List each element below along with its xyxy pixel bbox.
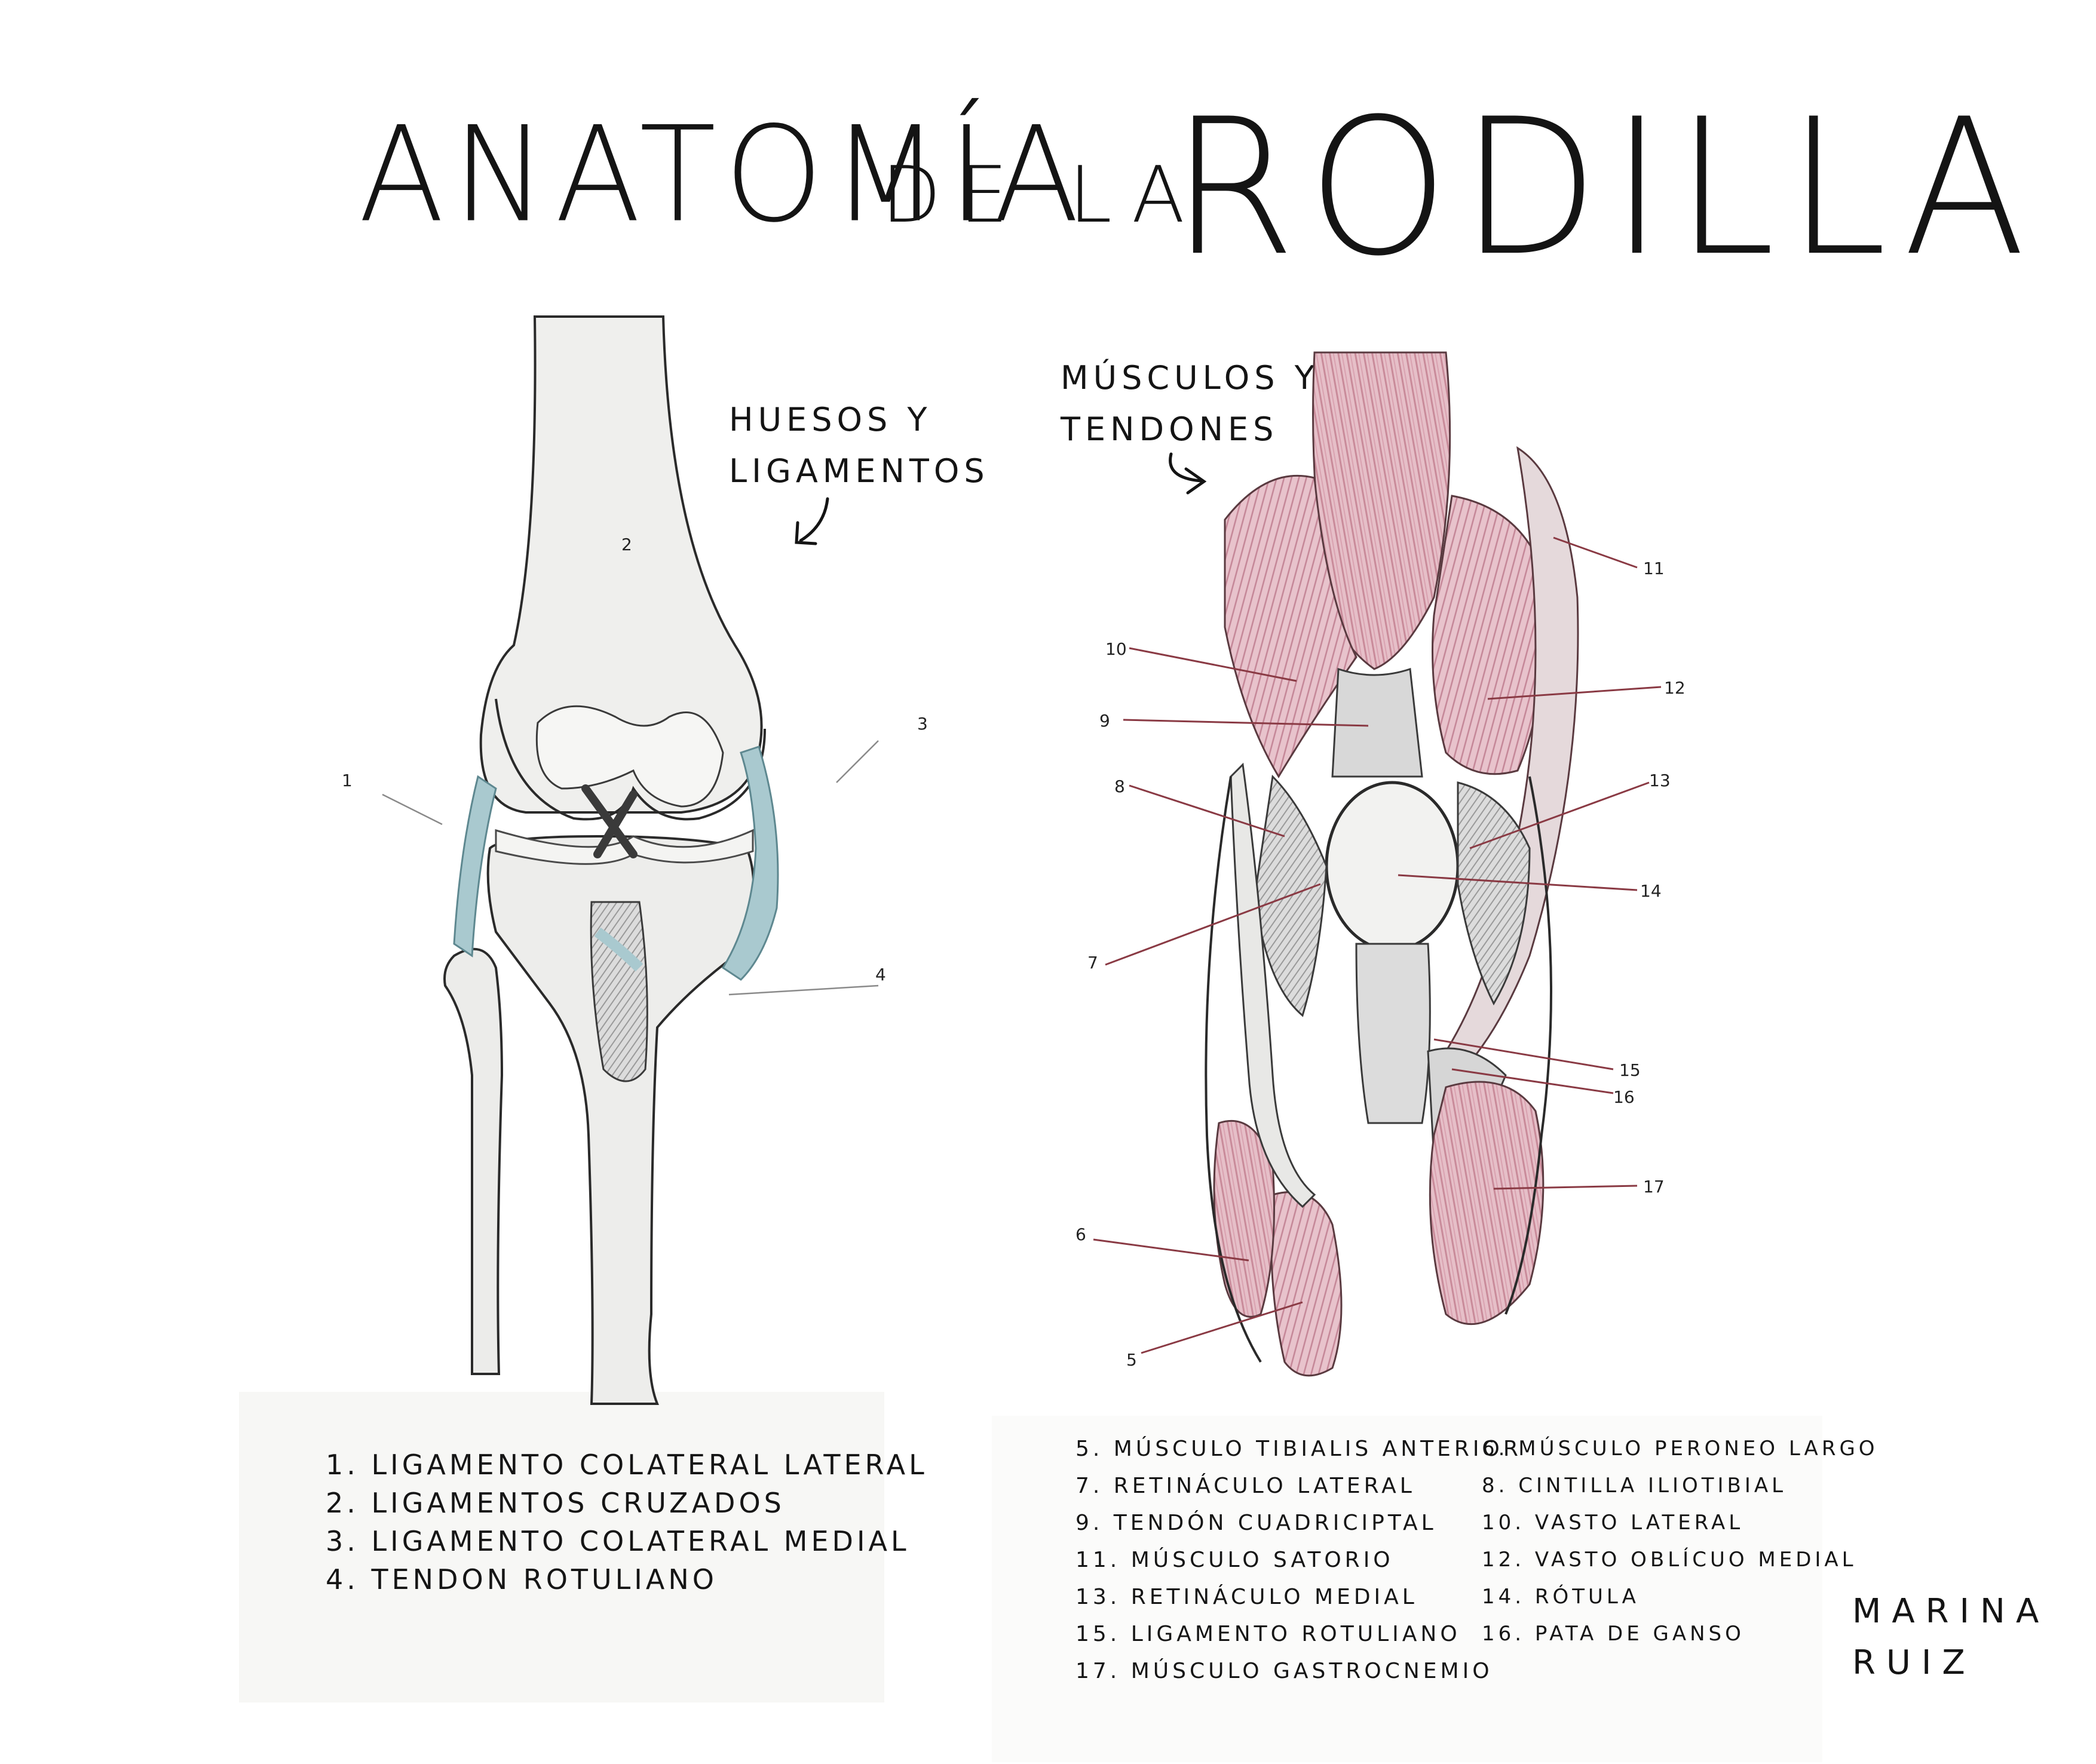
legend-muscles-item: 14. RÓTULA	[1482, 1585, 1640, 1609]
callout-12: 12	[1664, 678, 1686, 698]
iliotibial-band	[1230, 762, 1316, 1208]
patellar-ligament	[1355, 943, 1431, 1124]
title-rodilla: RODILLA	[1171, 78, 2038, 297]
legend-muscles-item: 15. LIGAMENTO ROTULIANO	[1075, 1622, 1461, 1646]
callout-2: 2	[621, 535, 632, 554]
patella	[1325, 781, 1460, 952]
shin-outline	[1205, 776, 1552, 1363]
artist-signature: MARINA RUIZ	[1852, 1586, 2049, 1689]
legend-muscles-item: 17. MÚSCULO GASTROCNEMIO	[1075, 1659, 1493, 1683]
legend-muscles-left: 5. MÚSCULO TIBIALIS ANTERIOR 7. RETINÁCU…	[1075, 1437, 1522, 1696]
legend-muscles-item: 6. MÚSCULO PERONEO LARGO	[1482, 1437, 1879, 1461]
section-label-muscles-line2: TENDONES	[1061, 410, 1279, 448]
retinaculum-medial	[1457, 781, 1531, 1006]
arrow-bones-icon	[795, 497, 829, 545]
legend-bones: 1. LIGAMENTO COLATERAL LATERAL 2. LIGAME…	[326, 1449, 928, 1602]
legend-bones-item: 4. TENDON ROTULIANO	[326, 1563, 718, 1596]
section-label-bones-line2: LIGAMENTOS	[729, 452, 989, 490]
title-de-la: DE LA	[881, 149, 1203, 240]
legend-muscles-item: 10. VASTO LATERAL	[1482, 1511, 1744, 1535]
muscles-illustration	[1093, 351, 1662, 1377]
patellar-tendon-stub	[590, 901, 648, 1082]
section-label-muscles-line1: MÚSCULOS Y	[1061, 359, 1319, 397]
femur	[479, 315, 763, 814]
vastus-medialis	[1432, 495, 1546, 775]
callout-8: 8	[1114, 777, 1125, 796]
arrow-muscles-icon	[1169, 452, 1207, 495]
legend-muscles-right: 6. MÚSCULO PERONEO LARGO 8. CINTILLA ILI…	[1482, 1437, 1879, 1659]
title-anatomia: ANATOMÍA	[358, 97, 1088, 252]
signature-first-name: MARINA	[1852, 1592, 2050, 1631]
legend-muscles-item: 11. MÚSCULO SATORIO	[1075, 1548, 1394, 1572]
medial-collateral-ligament	[721, 746, 779, 981]
quadriceps-tendon	[1331, 667, 1423, 778]
legend-muscles-item: 16. PATA DE GANSO	[1482, 1622, 1745, 1646]
bone-leader-lines	[382, 740, 879, 996]
lateral-collateral-ligament	[453, 775, 497, 958]
muscle-leader-lines	[1093, 536, 1662, 1354]
callout-17: 17	[1643, 1177, 1665, 1197]
legend-bones-item: 2. LIGAMENTOS CRUZADOS	[326, 1487, 785, 1519]
callout-14: 14	[1640, 881, 1662, 901]
callout-9: 9	[1099, 711, 1110, 731]
callout-6: 6	[1075, 1225, 1086, 1244]
cruciate-ligaments	[581, 784, 638, 858]
gastrocnemius	[1429, 1081, 1545, 1326]
legend-muscles-item: 8. CINTILLA ILIOTIBIAL	[1482, 1474, 1787, 1498]
callout-10: 10	[1105, 639, 1127, 659]
signature-last-name: RUIZ	[1852, 1643, 1976, 1682]
legend-muscles-item: 13. RETINÁCULO MEDIAL	[1075, 1585, 1418, 1609]
legend-bones-item: 3. LIGAMENTO COLATERAL MEDIAL	[326, 1525, 910, 1557]
fibula	[443, 947, 504, 1375]
section-label-bones-line1: HUESOS Y	[729, 401, 932, 438]
bones-illustration	[382, 315, 879, 1405]
callout-11: 11	[1643, 559, 1665, 578]
legend-paper-right	[992, 1416, 1822, 1762]
section-label-bones: HUESOS Y LIGAMENTOS	[729, 394, 989, 497]
legend-muscles-item: 5. MÚSCULO TIBIALIS ANTERIOR	[1075, 1437, 1522, 1461]
vastus-lateralis	[1224, 474, 1358, 778]
callout-3: 3	[917, 714, 928, 734]
femoral-condyles	[495, 698, 766, 821]
callout-15: 15	[1619, 1060, 1641, 1080]
legend-paper-left	[239, 1392, 884, 1702]
legend-muscles-item: 12. VASTO OBLÍCUO MEDIAL	[1482, 1548, 1857, 1572]
callout-16: 16	[1613, 1087, 1635, 1107]
legend-muscles-item: 9. TENDÓN CUADRICIPTAL	[1075, 1511, 1437, 1535]
legend-muscles-item: 7. RETINÁCULO LATERAL	[1075, 1474, 1415, 1498]
callout-1: 1	[342, 771, 353, 790]
callout-7: 7	[1087, 953, 1098, 972]
tibialis-anterior	[1270, 1191, 1343, 1377]
patellar-surface	[535, 705, 724, 808]
callout-4: 4	[875, 965, 886, 984]
section-label-muscles: MÚSCULOS Y TENDONES	[1061, 352, 1319, 455]
callout-5: 5	[1126, 1350, 1137, 1370]
callout-13: 13	[1649, 771, 1671, 790]
legend-bones-item: 1. LIGAMENTO COLATERAL LATERAL	[326, 1449, 928, 1481]
